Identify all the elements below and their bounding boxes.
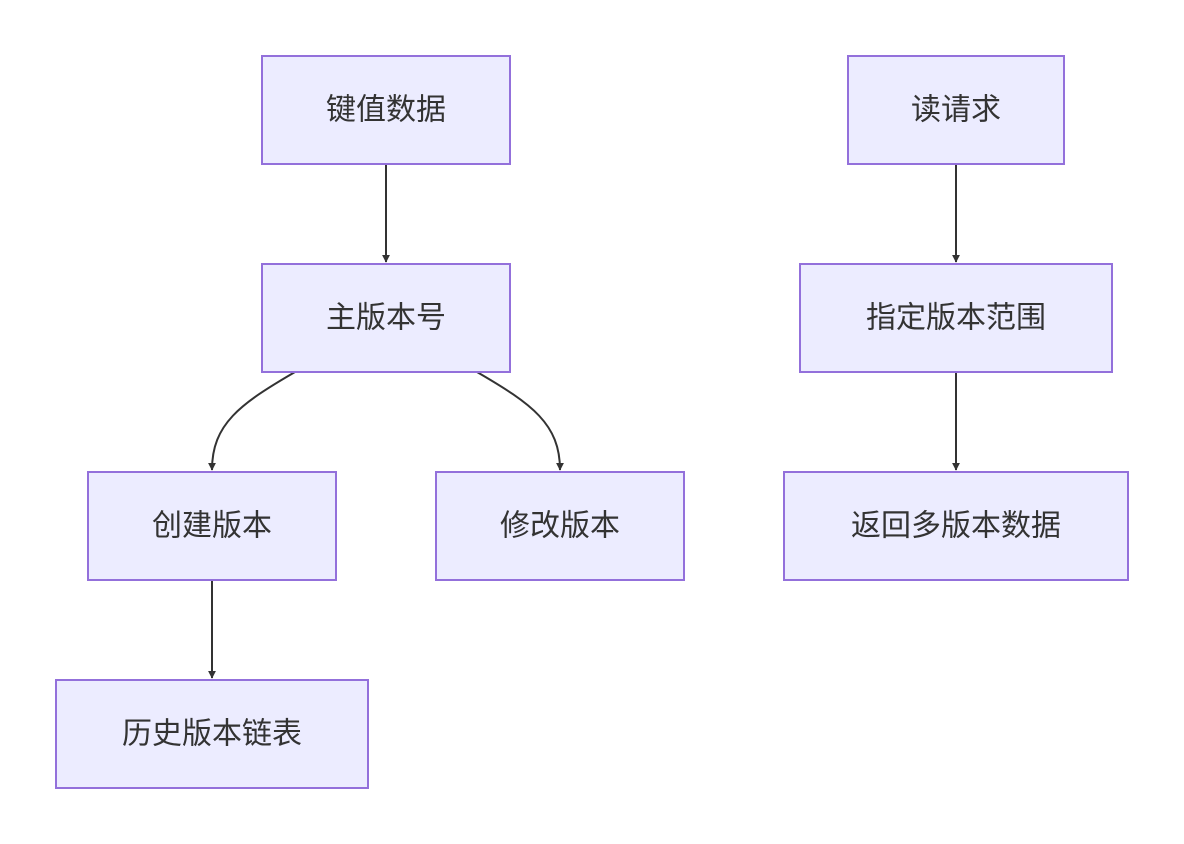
edge-main-version-to-modify-version [476,371,564,471]
node-history-chain-label: 历史版本链表 [122,717,302,752]
node-return-multi-label: 返回多版本数据 [851,509,1061,544]
node-version-range-box [799,263,1113,373]
node-modify-version-box [435,471,685,581]
node-history-chain-box [55,679,369,789]
node-history-chain[interactable]: 历史版本链表 [55,679,369,789]
node-main-version-box [261,263,511,373]
node-main-version[interactable]: 主版本号 [261,263,511,373]
node-create-version-label: 创建版本 [152,509,272,544]
node-kv-data-box [261,55,511,165]
node-read-request-label: 读请求 [911,93,1001,128]
node-version-range-label: 指定版本范围 [866,301,1046,336]
edges [208,164,960,679]
node-return-multi[interactable]: 返回多版本数据 [783,471,1129,581]
node-kv-data-label: 键值数据 [326,93,446,128]
node-modify-version-label: 修改版本 [500,509,620,544]
edge-main-version-to-create-version [208,371,296,471]
node-main-version-label: 主版本号 [326,301,446,336]
node-version-range[interactable]: 指定版本范围 [799,263,1113,373]
node-read-request-box [847,55,1065,165]
node-return-multi-box [783,471,1129,581]
node-kv-data[interactable]: 键值数据 [261,55,511,165]
node-create-version[interactable]: 创建版本 [87,471,337,581]
node-read-request[interactable]: 读请求 [847,55,1065,165]
node-create-version-box [87,471,337,581]
node-modify-version[interactable]: 修改版本 [435,471,685,581]
